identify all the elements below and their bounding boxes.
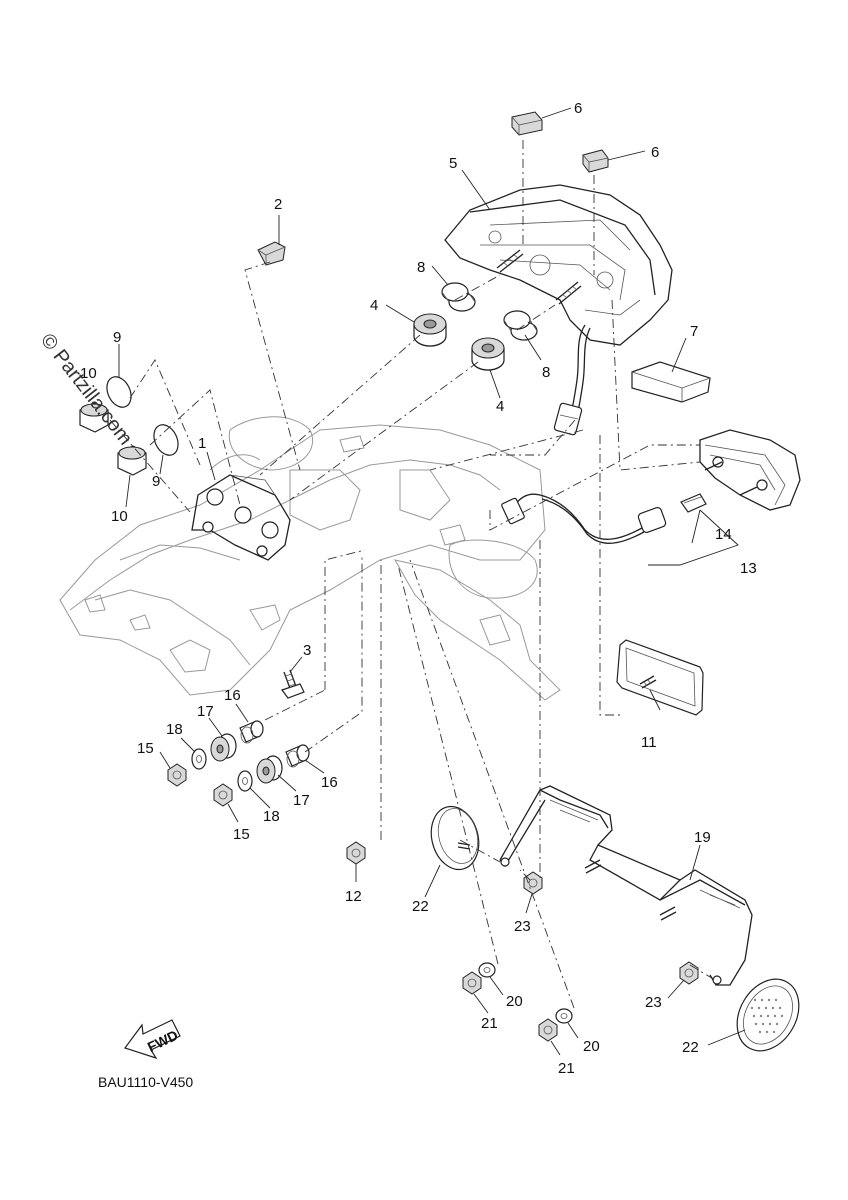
callout-16a: 16 — [224, 687, 241, 704]
collar-16a — [239, 720, 264, 744]
callout-21b: 21 — [558, 1060, 575, 1077]
damper-4b — [471, 337, 505, 371]
grommet-8b — [503, 310, 538, 341]
callout-10a: 10 — [80, 365, 97, 382]
callout-18b: 18 — [263, 808, 280, 825]
callout-23b: 23 — [645, 994, 662, 1011]
license-light-socket — [501, 493, 667, 544]
cap-9a — [106, 376, 132, 408]
housing-stud-right — [555, 281, 582, 305]
grommet-8a — [441, 282, 476, 312]
callout-11: 11 — [641, 734, 657, 751]
callout-23a: 23 — [514, 918, 531, 935]
bracket-19 — [499, 785, 753, 986]
collar-16b — [285, 744, 310, 768]
bulb-14 — [680, 493, 707, 513]
callout-9a: 9 — [113, 329, 121, 346]
callout-15a: 15 — [137, 740, 154, 757]
callout-13: 13 — [740, 560, 757, 577]
callout-16b: 16 — [321, 774, 338, 791]
grommet-17b — [256, 755, 283, 784]
nut-15b — [213, 783, 233, 807]
bolt-3 — [281, 669, 305, 699]
callout-18a: 18 — [166, 721, 183, 738]
pad-7 — [631, 361, 711, 403]
diagram-code: BAU1110-V450 — [98, 1074, 193, 1090]
callout-22b: 22 — [682, 1039, 699, 1056]
callout-22a: 22 — [412, 898, 429, 915]
leader-lines — [118, 107, 746, 1056]
clip-2 — [257, 241, 286, 266]
callout-17b: 17 — [293, 792, 310, 809]
assembly-lines — [109, 140, 716, 1009]
nut-21a — [462, 971, 482, 995]
callout-17a: 17 — [197, 703, 214, 720]
callout-1: 1 — [198, 435, 206, 452]
reflector-22b — [736, 978, 800, 1052]
washer-20a — [478, 962, 496, 978]
reflector-11 — [616, 639, 704, 716]
callout-6b: 6 — [651, 144, 659, 161]
tail-light-wire-harness — [553, 324, 591, 436]
callout-20b: 20 — [583, 1038, 600, 1055]
callout-10b: 10 — [111, 508, 128, 525]
nut-10a — [79, 402, 109, 433]
callout-5: 5 — [449, 155, 457, 172]
tail-light-housing — [444, 184, 673, 346]
callout-2: 2 — [274, 196, 282, 213]
rear-fender-outline — [59, 416, 561, 701]
washer-20b — [555, 1008, 573, 1024]
nut-12 — [346, 841, 366, 865]
nut-21b — [538, 1018, 558, 1042]
nut-23a — [523, 871, 543, 895]
bracket-1 — [191, 474, 291, 561]
reflector-22a — [430, 805, 480, 871]
callout-8a: 8 — [417, 259, 425, 276]
nut-23b — [679, 961, 699, 985]
grommet-17a — [210, 733, 237, 762]
callout-21a: 21 — [481, 1015, 498, 1032]
housing-stud-left — [496, 249, 524, 273]
washer-18b — [237, 770, 253, 792]
callout-15b: 15 — [233, 826, 250, 843]
callout-4b: 4 — [496, 398, 504, 415]
clip-6b — [582, 149, 609, 173]
callout-19: 19 — [694, 829, 711, 846]
damper-4a — [413, 313, 447, 347]
callout-3: 3 — [303, 642, 311, 659]
callout-7: 7 — [690, 323, 698, 340]
callout-labels: 1 2 3 4 4 5 6 6 7 8 8 9 9 10 10 11 12 13… — [80, 100, 757, 1077]
callout-20a: 20 — [506, 993, 523, 1010]
nut-10b — [117, 445, 147, 476]
nut-15a — [167, 763, 187, 787]
callout-12: 12 — [345, 888, 362, 905]
washer-18a — [191, 748, 207, 770]
callout-14: 14 — [715, 526, 732, 543]
callout-6a: 6 — [574, 100, 582, 117]
callout-4a: 4 — [370, 297, 378, 314]
callout-9b: 9 — [152, 473, 160, 490]
fwd-arrow-icon: FWD — [124, 1019, 181, 1060]
callout-8b: 8 — [542, 364, 550, 381]
clip-6a — [511, 111, 543, 136]
cap-9b — [153, 424, 179, 456]
license-light-13 — [699, 429, 801, 511]
